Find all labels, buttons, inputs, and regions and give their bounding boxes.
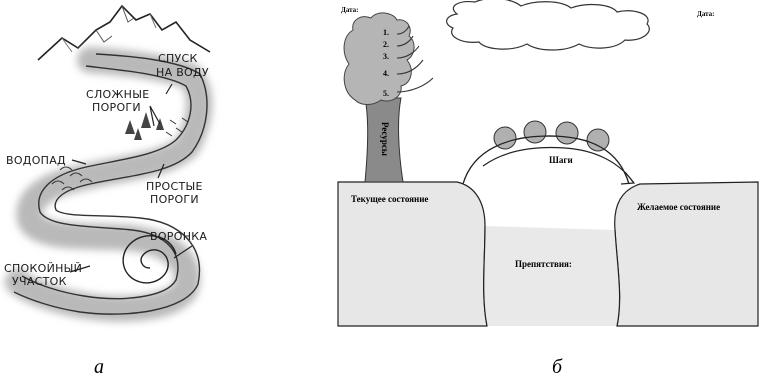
date-left: Дата: bbox=[341, 6, 359, 14]
resource-number-5: 5. bbox=[383, 89, 389, 98]
label-calm-1: СПОКОЙНЫЙ bbox=[4, 262, 82, 275]
river-sketch: СПУСК НА ВОДУ СЛОЖНЫЕ ПОРОГИ ВОДОПАД ПРО… bbox=[0, 0, 230, 330]
obstacles-gap bbox=[484, 226, 620, 326]
label-descent-1: СПУСК bbox=[158, 52, 198, 65]
current-state-label: Текущее состояние bbox=[351, 194, 428, 204]
resource-number-1: 1. bbox=[383, 28, 389, 37]
desired-state-label: Желаемое состояние bbox=[637, 202, 720, 212]
states-diagram: 1. 2. 3. 4. 5. Ресурсы Дата: Дата: Шаги … bbox=[335, 0, 760, 330]
label-hard-rapids-1: СЛОЖНЫЕ bbox=[86, 88, 150, 101]
caption-a: а bbox=[94, 356, 104, 379]
obstacles-label: Препятствия: bbox=[515, 259, 572, 269]
resources-label: Ресурсы bbox=[380, 122, 390, 156]
label-whirlpool: ВОРОНКА bbox=[150, 230, 207, 243]
resource-number-3: 3. bbox=[383, 52, 389, 61]
label-descent-2: НА ВОДУ bbox=[156, 66, 209, 79]
caption-b: б bbox=[552, 356, 562, 379]
river-sketch-panel: СПУСК НА ВОДУ СЛОЖНЫЕ ПОРОГИ ВОДОПАД ПРО… bbox=[0, 0, 230, 330]
label-easy-rapids-1: ПРОСТЫЕ bbox=[146, 180, 203, 193]
trees bbox=[125, 112, 164, 140]
date-right: Дата: bbox=[697, 10, 715, 18]
steps-label: Шаги bbox=[549, 155, 573, 165]
label-calm-2: УЧАСТОК bbox=[12, 275, 67, 288]
label-easy-rapids-2: ПОРОГИ bbox=[150, 193, 199, 206]
resource-number-2: 2. bbox=[383, 40, 389, 49]
states-diagram-panel: 1. 2. 3. 4. 5. Ресурсы Дата: Дата: Шаги … bbox=[335, 0, 760, 330]
label-waterfall: ВОДОПАД bbox=[6, 154, 66, 167]
label-hard-rapids-2: ПОРОГИ bbox=[92, 101, 141, 114]
resource-number-4: 4. bbox=[383, 69, 389, 78]
